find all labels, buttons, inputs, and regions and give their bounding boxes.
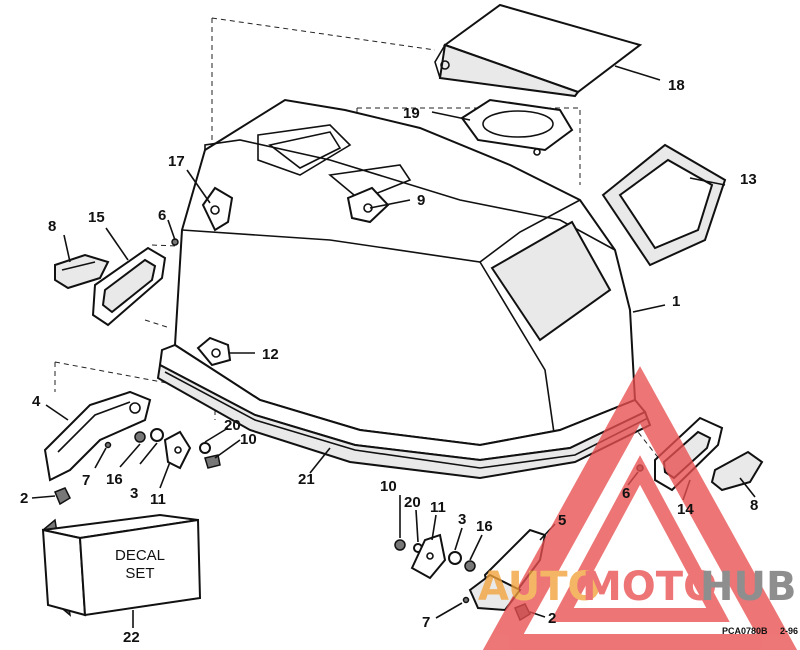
callout-6-right: 6 <box>622 485 630 502</box>
drawing-code: PCA0780B <box>722 626 768 636</box>
callout-11-left: 11 <box>150 491 166 508</box>
callout-2-left: 2 <box>20 490 28 507</box>
right-handle-8 <box>710 450 764 492</box>
decal-set-box: DECAL SET <box>41 513 202 617</box>
callout-8-right: 8 <box>750 497 758 514</box>
left-handle-8 <box>54 253 110 290</box>
callout-22: 22 <box>123 629 140 646</box>
callout-11-right: 11 <box>430 499 446 516</box>
callout-13: 13 <box>740 171 757 188</box>
callout-10-left: 10 <box>240 431 257 448</box>
window-13 <box>601 143 727 267</box>
callout-8-left: 8 <box>48 218 56 235</box>
callout-3-right: 3 <box>458 511 466 528</box>
callout-15: 15 <box>88 209 105 226</box>
callout-3-left: 3 <box>130 485 138 502</box>
callout-12: 12 <box>262 346 279 363</box>
callout-9: 9 <box>417 192 425 209</box>
right-latch-bracket-5 <box>468 528 547 612</box>
callout-4: 4 <box>32 393 41 410</box>
fastener-17 <box>201 186 234 232</box>
callout-7-right: 7 <box>422 614 430 631</box>
left-latch-bracket-4 <box>43 390 152 482</box>
automotohub-watermark: AUTO MOTO HUB <box>478 366 798 650</box>
watermark-moto: MOTO <box>582 564 717 610</box>
top-cover <box>434 3 643 98</box>
callout-16-left: 16 <box>106 471 123 488</box>
decal-text-line2: SET <box>125 565 154 582</box>
callout-2-right: 2 <box>548 610 556 627</box>
callout-19: 19 <box>403 105 420 122</box>
left-bracket-hardware <box>54 428 221 506</box>
engine-cover-cowl <box>173 98 637 447</box>
callout-14: 14 <box>677 501 694 518</box>
callout-7-left: 7 <box>82 472 90 489</box>
watermark-auto: AUTO <box>478 564 602 610</box>
callout-18: 18 <box>668 77 685 94</box>
callout-1: 1 <box>672 293 680 310</box>
callout-10-right: 10 <box>380 478 397 495</box>
fastener-12 <box>196 336 232 367</box>
decal-text-line1: DECAL <box>115 547 165 564</box>
callout-20-left: 20 <box>224 417 241 434</box>
callout-17: 17 <box>168 153 185 170</box>
gasket-19 <box>460 98 574 156</box>
watermark-hub: HUB <box>700 564 796 610</box>
callout-6-left: 6 <box>158 207 166 224</box>
callout-5: 5 <box>558 512 566 529</box>
left-grille-15 <box>91 246 167 327</box>
callout-21: 21 <box>298 471 315 488</box>
drawing-date: 2-96 <box>780 626 798 636</box>
callout-16-right: 16 <box>476 518 493 535</box>
callout-20-right: 20 <box>404 494 421 511</box>
callout-labels: 18 19 13 1 17 9 12 8 15 6 4 7 16 3 11 20… <box>20 77 758 646</box>
